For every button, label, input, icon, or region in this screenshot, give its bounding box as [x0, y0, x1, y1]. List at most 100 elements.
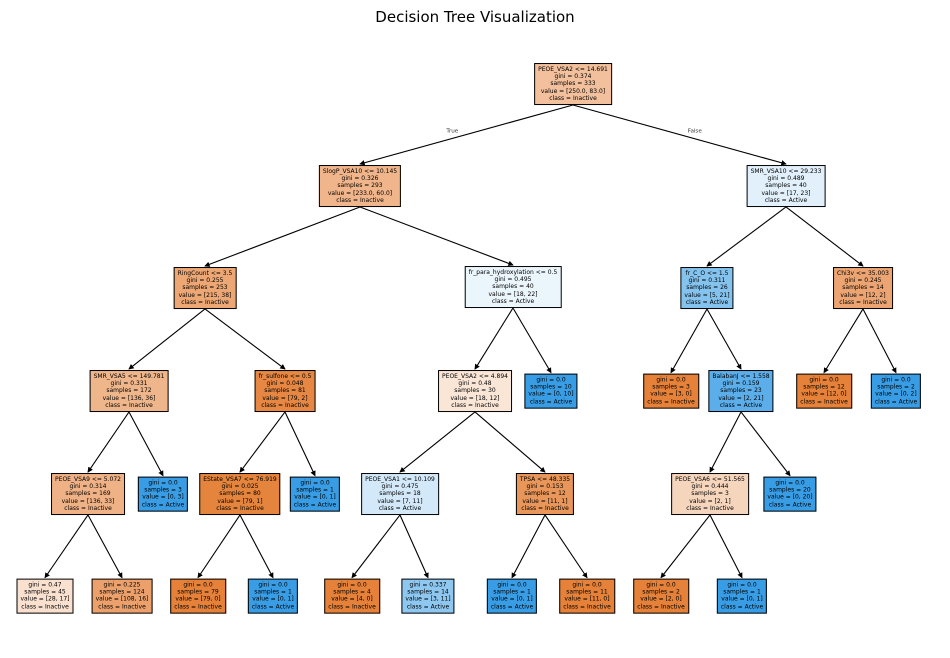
node-text-line: samples = 14 — [407, 588, 449, 596]
tree-edge-n7-n15 — [87, 411, 130, 473]
tree-edge-n9-n19 — [399, 411, 476, 473]
node-text-line: value = [215, 38] — [178, 291, 232, 299]
node-text-line: class = Active — [490, 603, 534, 611]
node-text-line: fr_C_O <= 1.5 — [685, 270, 729, 278]
node-text-line: samples = 10 — [530, 383, 572, 391]
tree-edge-n6-n13 — [823, 308, 864, 374]
node-text-line: gini = 0.0 — [337, 581, 367, 589]
node-text-line: gini = 0.159 — [722, 380, 760, 388]
node-text-line: value = [17, 23] — [761, 189, 811, 197]
node-text-line: value = [2, 0] — [640, 596, 682, 603]
node-text-line: value = [0, 1] — [294, 494, 336, 501]
node-text-line: BalabanJ <= 1.558 — [712, 373, 770, 381]
node-text-line: value = [3, 0] — [650, 391, 692, 398]
node-text-line: value = [250.0, 83.0] — [540, 87, 606, 95]
node-text-line: value = [0, 2] — [875, 391, 917, 398]
node-text-line: PEOE_VSA1 <= 10.109 — [365, 476, 435, 484]
node-text-line: value = [4, 0] — [331, 596, 373, 603]
tree-edge-n1-n4 — [359, 206, 514, 266]
node-text-line: PEOE_VSA2 <= 4.894 — [442, 373, 508, 381]
node-text-line: gini = 0.489 — [767, 175, 805, 183]
node-text-line: SMR_VSA10 <= 29.233 — [750, 168, 822, 176]
node-text-line: gini = 0.0 — [258, 581, 288, 589]
node-text-line: class = Inactive — [174, 603, 222, 611]
tree-edge-n15-n24 — [87, 514, 123, 579]
node-text-line: class = Active — [529, 398, 573, 406]
tree-edge-n0-n1 — [359, 104, 574, 166]
node-text-line: gini = 0.0 — [881, 376, 911, 384]
node-text-line: samples = 14 — [842, 284, 884, 292]
node-text-line: gini = 0.048 — [266, 380, 304, 388]
node-text-line: Chi3v <= 35.003 — [837, 270, 889, 278]
node-text-line: class = Inactive — [181, 298, 229, 306]
node-text-line: TPSA <= 48.335 — [519, 476, 571, 484]
node-text-line: class = Active — [293, 501, 337, 509]
node-text-line: samples = 11 — [566, 588, 608, 596]
tree-edge-n4-n9 — [474, 307, 514, 370]
node-text-line: samples = 2 — [877, 383, 915, 391]
node-text-line: SMR_VSA5 <= 149.781 — [93, 373, 165, 381]
tree-edge-n15-n23 — [44, 514, 89, 579]
node-text-line: gini = 0.0 — [572, 581, 602, 589]
node-text-line: value = [79, 0] — [175, 596, 221, 603]
node-text-line: gini = 0.0 — [536, 376, 566, 384]
node-text-line: value = [12, 2] — [840, 291, 886, 299]
node-text-line: value = [108, 16] — [95, 596, 149, 603]
figure-title: Decision Tree Visualization — [375, 8, 575, 26]
node-text-line: value = [0, 1] — [491, 596, 533, 603]
node-text-line: samples = 79 — [177, 588, 219, 596]
node-text-line: class = Inactive — [216, 504, 264, 512]
node-text-line: samples = 124 — [99, 588, 145, 596]
node-text-line: class = Inactive — [21, 603, 69, 611]
node-text-line: value = [3, 11] — [405, 596, 451, 603]
tree-edge-n20-n29 — [511, 514, 546, 579]
node-text-line: value = [5, 21] — [684, 291, 730, 299]
node-text-line: gini = 0.48 — [458, 380, 492, 388]
node-text-line: gini = 0.444 — [691, 483, 729, 491]
node-text-line: PEOE_VSA6 <= 51.565 — [675, 476, 745, 484]
tree-edge-n3-n8 — [204, 308, 286, 370]
tree-edge-n12-n22 — [740, 411, 791, 477]
node-text-line: class = Active — [874, 398, 918, 406]
node-text-line: value = [136, 33] — [61, 497, 115, 505]
node-text-line: value = [0, 20] — [767, 494, 813, 501]
node-text-line: gini = 0.0 — [300, 479, 330, 487]
tree-edge-n5-n11 — [670, 308, 708, 374]
node-text-line: gini = 0.0 — [497, 581, 527, 589]
node-text-line: samples = 3 — [144, 486, 182, 494]
node-text-line: value = [18, 22] — [488, 290, 538, 298]
node-text-line: samples = 12 — [803, 383, 845, 391]
node-text-line: samples = 40 — [765, 182, 807, 190]
node-text-line: class = Inactive — [686, 504, 734, 512]
node-text-line: value = [18, 12] — [450, 394, 500, 402]
node-text-line: gini = 0.495 — [494, 276, 532, 284]
tree-edge-n12-n21 — [709, 411, 742, 473]
node-text-line: gini = 0.0 — [727, 581, 757, 589]
node-text-line: class = Inactive — [637, 603, 685, 611]
node-text-line: value = [233.0, 60.0] — [327, 189, 393, 197]
node-text-line: gini = 0.374 — [554, 73, 592, 81]
node-text-line: PEOE_VSA2 <= 14.691 — [538, 66, 608, 74]
node-text-line: class = Inactive — [647, 398, 695, 406]
node-text-line: class = Active — [720, 603, 764, 611]
node-text-line: gini = 0.0 — [183, 581, 213, 589]
